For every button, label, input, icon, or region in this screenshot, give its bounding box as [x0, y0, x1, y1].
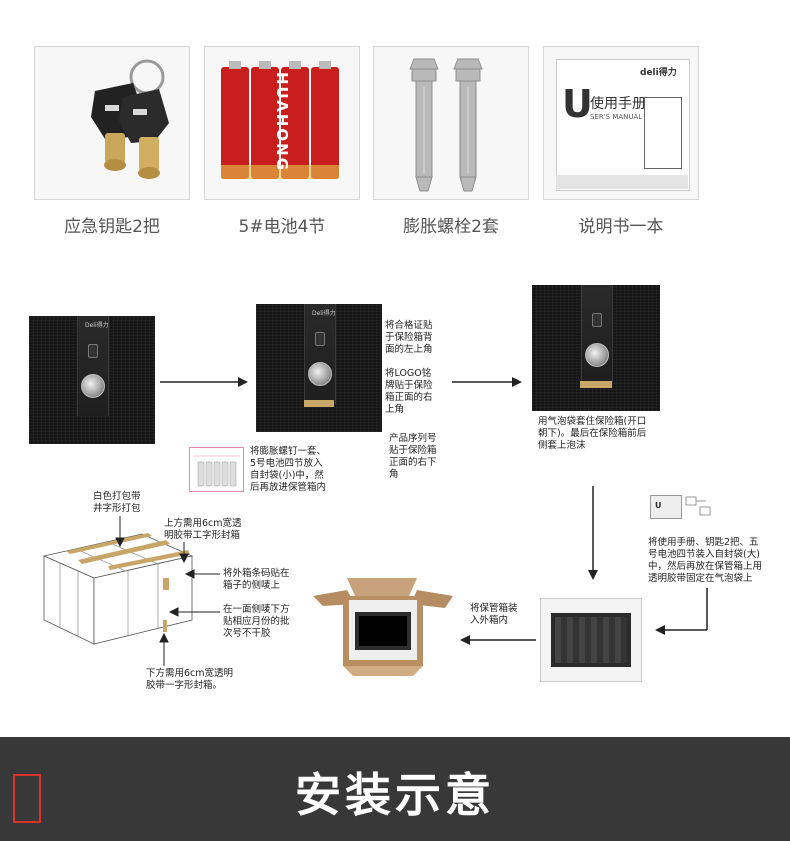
manual-safe-drawing — [644, 97, 682, 169]
accessory-label-keys: 应急钥匙2把 — [64, 217, 160, 237]
accessory-batteries-image: HUAHONG — [204, 46, 360, 200]
accessory-keys-image — [34, 46, 190, 200]
batteries-icon — [221, 61, 339, 179]
arrow-step2-to-step3 — [452, 377, 522, 387]
arrow-step4-to-box — [655, 588, 708, 635]
safe-front-image-3 — [532, 285, 660, 411]
step2-certificate-text: 将合格证贴 于保险箱背 面的左上角 — [385, 320, 433, 355]
step1-small-bag-text: 将膨胀螺钉一套、 5号电池四节放入 自封袋(小)中，然 后再放进保管箱内 — [250, 446, 327, 493]
batteries-bag-icon — [194, 455, 240, 487]
carton-barcode-text: 将外箱条码贴在 箱子的侧唛上 — [223, 568, 290, 591]
open-carton-image — [313, 578, 453, 676]
keys-small-icon — [685, 496, 711, 516]
accessory-label-batteries: 5#电池4节 — [238, 217, 326, 237]
carton-strap-text: 白色打包带 井字形打包 — [93, 491, 141, 514]
expansion-bolts-icon — [409, 58, 483, 192]
manual-title: 使用手册 — [590, 96, 646, 112]
sealed-carton-drawing — [42, 533, 194, 645]
footer-red-frame — [13, 774, 41, 823]
arrow-step3-down — [588, 486, 598, 580]
step5-outer-box-text: 将保管箱装 入外箱内 — [470, 603, 518, 626]
safe-in-foam-image — [540, 598, 642, 682]
keys-icon — [91, 59, 169, 179]
battery-brand-text: HUAHONG — [273, 71, 291, 173]
safe-front-image-2: Deli得力 — [256, 304, 382, 432]
step4-manual-bag-text: 将使用手册、钥匙2把、五 号电池四节装入自封袋(大) 中，然后再放在保管箱上用 … — [648, 537, 763, 584]
arrow-box-to-carton — [460, 635, 536, 645]
manual-letter: U — [562, 82, 593, 126]
accessory-manual-image: deli得力 U 使用手册 SER'S MANUAL — [543, 46, 699, 200]
manual-subtitle: SER'S MANUAL — [590, 113, 643, 121]
carton-bottom-tape-text: 下方需用6cm宽透明 胶带一字形封箱。 — [146, 668, 234, 691]
safe-logo-1: Deli得力 — [85, 322, 109, 329]
footer-title: 安装示意 — [295, 768, 495, 822]
step2-serial-text: 产品序列号 贴于保险箱 正面的右下 角 — [389, 433, 437, 480]
manual-brand: deli得力 — [640, 68, 677, 78]
accessory-label-bolts: 膨胀螺栓2套 — [403, 217, 499, 237]
small-bag-image — [189, 447, 244, 492]
footer-banner: 安装示意 — [0, 737, 790, 841]
safe-front-image-1: Deli得力 — [29, 316, 155, 444]
safe-logo-2: Deli得力 — [312, 310, 336, 317]
accessory-bolts-image — [373, 46, 529, 200]
step2-logo-text: 将LOGO铭 牌贴于保险 箱正面的右 上角 — [385, 368, 433, 415]
step3-bubble-bag-text: 用气泡袋套住保险箱(开口 朝下)。最后在保险箱前后 侧套上泡沫 — [538, 416, 647, 451]
carton-top-tape-text: 上方需用6cm宽透 明胶带工字形封箱 — [164, 518, 242, 541]
arrow-step1-to-step2 — [160, 377, 248, 387]
carton-batch-text: 在一面侧唛下方 贴相应月份的批 次号不干胶 — [223, 604, 290, 639]
manual-bag-image: U — [650, 493, 718, 523]
accessory-label-manual: 说明书一本 — [578, 217, 664, 237]
